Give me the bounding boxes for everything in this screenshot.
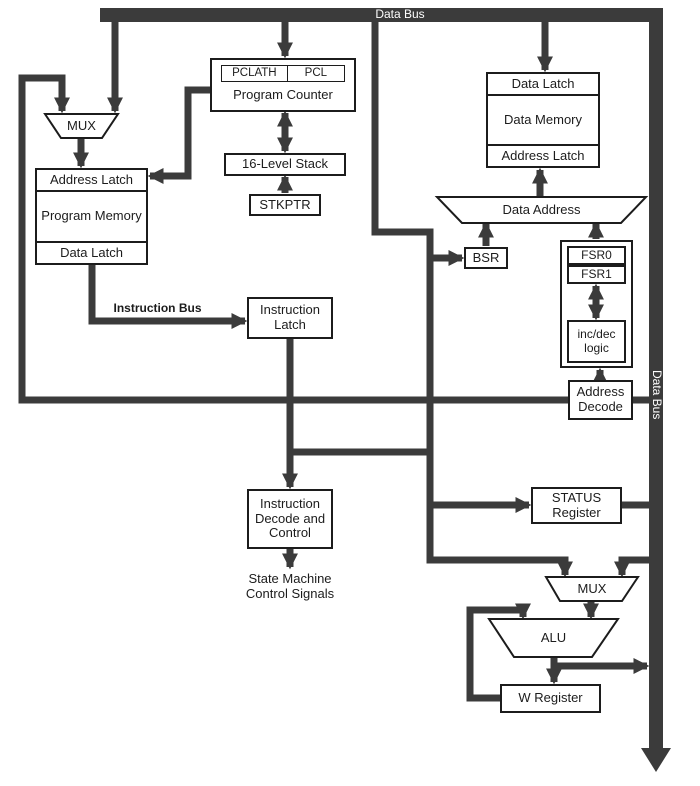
wire-program-counter-to-address-latch bbox=[147, 86, 210, 185]
pcl-label: PCL bbox=[304, 66, 328, 79]
inc-dec-line2: logic bbox=[584, 340, 609, 355]
program-memory-address-latch: Address Latch bbox=[37, 170, 146, 192]
address-decode-line2: Decode bbox=[578, 399, 623, 414]
state-machine-label: State Machine Control Signals bbox=[225, 570, 355, 604]
mux-top-label: MUX bbox=[67, 117, 96, 133]
state-machine-line2: Control Signals bbox=[245, 586, 335, 601]
fsr1-block: FSR1 bbox=[567, 265, 626, 284]
program-counter-block: PCLATH PCL Program Counter bbox=[210, 58, 356, 112]
inc-dec-line1: inc/dec bbox=[577, 326, 616, 341]
instruction-decode-line2: Decode and bbox=[254, 510, 326, 526]
right-data-bus-arrow-icon bbox=[641, 748, 671, 772]
address-decode-block: Address Decode bbox=[568, 380, 633, 420]
stack-block: 16-Level Stack bbox=[224, 153, 346, 176]
data-address-shape bbox=[434, 196, 649, 224]
bsr-block: BSR bbox=[464, 247, 508, 269]
instruction-decode-line3: Control bbox=[269, 525, 311, 541]
mux-top-shape bbox=[43, 113, 120, 139]
right-data-bus-bar bbox=[649, 8, 663, 750]
address-decode-line1: Address bbox=[576, 384, 625, 400]
program-memory-block: Address Latch Program Memory Data Latch bbox=[35, 168, 148, 265]
status-register-block: STATUS Register bbox=[531, 487, 622, 524]
data-memory-address-latch: Address Latch bbox=[488, 144, 598, 166]
data-memory-block: Data Latch Data Memory Address Latch bbox=[486, 72, 600, 168]
instruction-decode-block: Instruction Decode and Control bbox=[247, 489, 333, 549]
fsr0-block: FSR0 bbox=[567, 246, 626, 265]
wire-databus-trunk-to-alu-mux bbox=[371, 22, 574, 578]
status-line2: Register bbox=[552, 504, 601, 520]
instruction-latch-line1: Instruction bbox=[260, 302, 320, 318]
pclath-label: PCLATH bbox=[222, 66, 288, 81]
data-memory-label: Data Memory bbox=[503, 111, 583, 127]
data-address-label: Data Address bbox=[502, 201, 581, 217]
instruction-bus-label: Instruction Bus bbox=[113, 300, 202, 315]
data-memory-data-latch: Data Latch bbox=[488, 74, 598, 96]
alu-shape bbox=[487, 618, 620, 658]
state-machine-line1: State Machine bbox=[248, 571, 332, 587]
right-data-bus-label: Data Bus bbox=[649, 370, 664, 420]
stkptr-block: STKPTR bbox=[249, 194, 321, 216]
mux-bottom-label: MUX bbox=[577, 580, 607, 596]
wire-databus-to-mux-bottom bbox=[613, 556, 649, 578]
fsr-group-block bbox=[560, 240, 633, 368]
program-counter-label: Program Counter bbox=[233, 87, 333, 103]
status-line1: STATUS bbox=[551, 489, 602, 505]
wire-instruction-bus bbox=[88, 265, 248, 330]
wire-w-register-to-alu bbox=[466, 603, 532, 702]
top-data-bus-label: Data Bus bbox=[375, 7, 425, 22]
mux-bottom-shape bbox=[544, 576, 640, 602]
instruction-latch-block: Instruction Latch bbox=[247, 297, 333, 339]
program-memory-label: Program Memory bbox=[41, 208, 142, 224]
instruction-decode-line1: Instruction bbox=[260, 495, 320, 511]
w-register-block: W Register bbox=[500, 684, 601, 713]
program-memory-data-latch: Data Latch bbox=[37, 241, 146, 263]
inc-dec-logic-block: inc/dec logic bbox=[567, 320, 626, 363]
instruction-latch-line2: Latch bbox=[274, 317, 306, 332]
top-data-bus-bar bbox=[100, 8, 663, 22]
wire-address-decode-to-mux-top bbox=[18, 74, 568, 404]
pclath-pcl-box: PCLATH PCL bbox=[221, 65, 345, 82]
alu-label: ALU bbox=[540, 629, 567, 645]
